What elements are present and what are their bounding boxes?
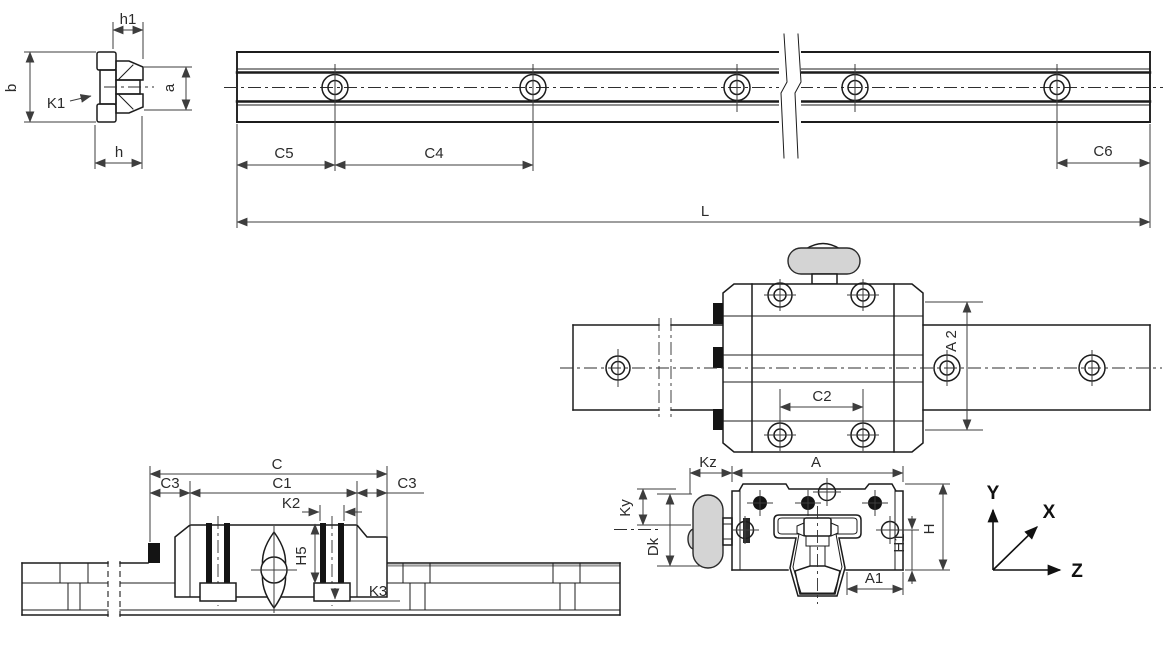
dim-label-a1: A1 — [865, 570, 883, 587]
dim-label-c4: C4 — [424, 145, 443, 162]
side-seal — [713, 347, 723, 368]
side-seal — [713, 409, 723, 430]
dim-label-c1: C1 — [272, 475, 291, 492]
carriage-screw-hole — [847, 279, 879, 311]
carriage-body-front — [614, 478, 904, 604]
clamp-lever-side — [251, 526, 297, 613]
front-view-dimensions: Kz A Ky Dk H H1 A1 — [617, 454, 950, 595]
dim-label-c3-left: C3 — [160, 475, 179, 492]
dim-label-c: C — [272, 456, 283, 473]
carriage-screw-hole — [847, 419, 879, 451]
carriage-body-top — [713, 279, 924, 453]
rail-profile-shape — [96, 51, 154, 123]
slot-foot — [199, 582, 237, 602]
rail-cross-section-view: h1 b a h K1 — [3, 11, 192, 169]
rail-band — [21, 561, 621, 617]
left-rail-segment — [572, 318, 660, 417]
rail-side-view: C5 C4 C6 L — [224, 33, 1163, 228]
dim-label-c3-right: C3 — [397, 475, 416, 492]
dim-label-c2: C2 — [812, 388, 831, 405]
cross-section-dimensions: h1 b a h K1 — [3, 11, 192, 169]
dim-label-h1: h1 — [120, 11, 137, 28]
carriage-side-view: C C1 C3 C3 K2 H5 K3 — [21, 456, 621, 617]
dim-label-h: H — [921, 524, 938, 535]
counterbore-hole — [552, 562, 581, 611]
side-seal — [713, 303, 723, 324]
top-view-dimensions: C2 A 2 — [779, 301, 983, 431]
dim-label-c6: C6 — [1093, 143, 1112, 160]
dim-label-l: L — [701, 203, 709, 220]
dim-label-a: a — [161, 83, 178, 92]
dim-label-k3: K3 — [369, 583, 387, 600]
mounting-hole-filled — [795, 490, 821, 516]
rail-dimensions: C5 C4 C6 L — [236, 64, 1151, 228]
end-seal — [148, 543, 160, 563]
rail-hole — [841, 64, 869, 112]
counterbore-hole — [402, 562, 431, 611]
clamp-knob-top — [787, 242, 861, 285]
axis-label-z: Z — [1071, 561, 1083, 582]
dim-label-k2: K2 — [282, 495, 300, 512]
side-view-dimensions: C C1 C3 C3 K2 H5 K3 — [149, 456, 424, 602]
clamp-knob-front — [687, 494, 733, 569]
counterbore-hole — [59, 562, 89, 611]
rail-break-lines — [779, 33, 802, 160]
dim-label-dk: Dk — [645, 537, 662, 556]
slot-foot — [313, 582, 351, 602]
dim-label-h1: H1 — [891, 533, 908, 552]
coordinate-axes: Y X Z — [987, 483, 1084, 582]
rail-hole — [723, 64, 751, 112]
mounting-hole-filled — [862, 490, 888, 516]
axis-label-y: Y — [987, 483, 1000, 504]
dim-label-h: h — [115, 144, 123, 161]
carriage-top-view: C2 A 2 — [560, 242, 1162, 453]
carriage-screw-hole — [764, 279, 796, 311]
axis-label-x: X — [1043, 502, 1056, 523]
x-axis — [992, 526, 1038, 571]
rail-body — [224, 51, 1163, 123]
dim-label-c5: C5 — [274, 145, 293, 162]
dim-label-kz: Kz — [699, 454, 717, 471]
carriage-body-side — [148, 516, 388, 613]
dim-label-h5: H5 — [293, 546, 310, 565]
dim-label-b: b — [3, 84, 20, 92]
mounting-hole-open — [731, 516, 759, 544]
dim-label-a2: A 2 — [943, 330, 960, 352]
dim-label-k1: K1 — [47, 95, 65, 112]
dim-label-a: A — [811, 454, 821, 471]
rail-cavity — [773, 514, 862, 597]
mounting-hole-open — [813, 478, 841, 506]
carriage-screw-hole — [764, 419, 796, 451]
mounting-hole-filled — [747, 490, 773, 516]
carriage-front-view: Kz A Ky Dk H H1 A1 — [614, 454, 950, 604]
dim-label-ky: Ky — [617, 499, 634, 517]
